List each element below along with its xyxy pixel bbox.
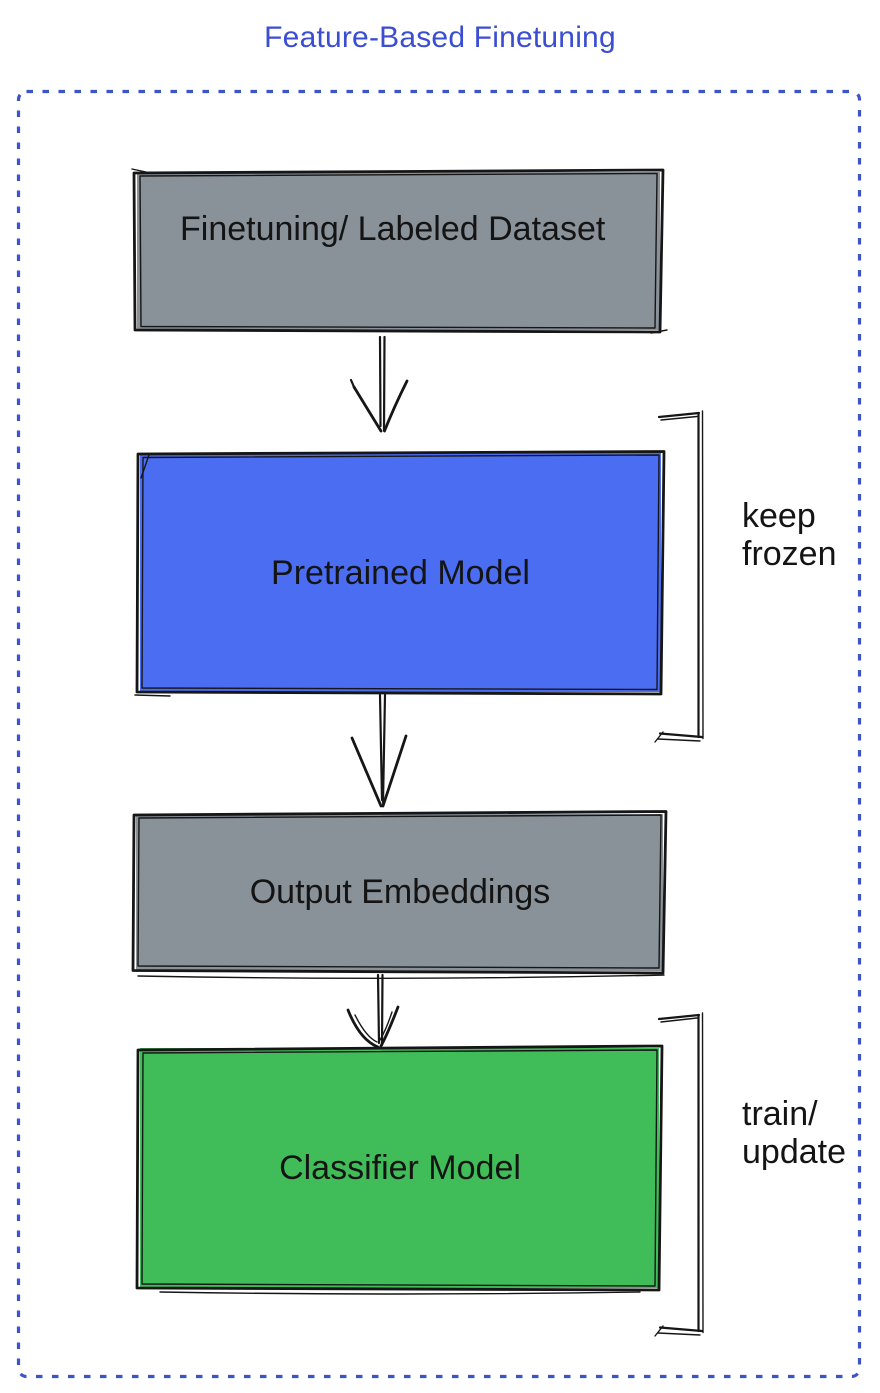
embeddings-box [131,810,668,979]
dataset-box-fill [137,172,660,330]
classifier-box [135,1044,664,1295]
diagram-title: Feature-Based Finetuning [264,21,616,54]
train-update-label: train/ update [742,1095,846,1171]
dotted-frame [16,89,862,1379]
dataset-box [131,168,668,334]
dataset-box-label: Finetuning/ Labeled Dataset [180,210,606,248]
pretrained-box-fill [140,453,661,692]
keep-frozen-bracket [654,410,704,743]
arrow-pretrained-to-embeddings [350,693,408,808]
pretrained-box [134,450,666,697]
classifier-box-label: Classifier Model [279,1148,521,1187]
keep-frozen-label: keep frozen [742,497,837,573]
embeddings-box-label: Output Embeddings [249,872,551,911]
train-update-bracket [654,1012,704,1337]
pretrained-box-label: Pretrained Model [271,553,530,592]
arrow-dataset-to-pretrained [349,335,409,433]
arrow-embeddings-to-classifier [346,973,400,1049]
classifier-box-fill [140,1048,659,1288]
embeddings-box-fill [136,814,663,971]
